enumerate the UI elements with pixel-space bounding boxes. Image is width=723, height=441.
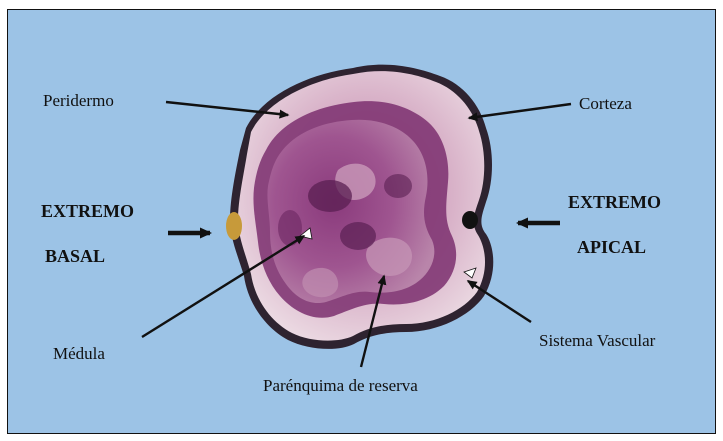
- label-medula: Médula: [53, 344, 105, 363]
- label-extremo-basal-line1: EXTREMO: [41, 201, 134, 221]
- label-corteza: Corteza: [579, 94, 632, 113]
- label-extremo-basal-line2: BASAL: [45, 246, 105, 266]
- apical-end-eye: [462, 211, 478, 229]
- label-sistema-vascular: Sistema Vascular: [539, 331, 656, 350]
- label-extremo-apical-line2: APICAL: [577, 237, 646, 257]
- tuber-cross-section-diagram: Peridermo Corteza EXTREMO BASAL EXTREMO …: [8, 10, 716, 434]
- label-peridermo: Peridermo: [43, 91, 114, 110]
- label-extremo-apical-line1: EXTREMO: [568, 192, 661, 212]
- pigment-spot: [340, 222, 376, 250]
- pigment-spot: [308, 180, 352, 212]
- figure-frame: Peridermo Corteza EXTREMO BASAL EXTREMO …: [7, 9, 716, 434]
- pigment-spot: [384, 174, 412, 198]
- label-parenquima: Parénquima de reserva: [263, 376, 418, 395]
- basal-end-scar: [226, 212, 242, 240]
